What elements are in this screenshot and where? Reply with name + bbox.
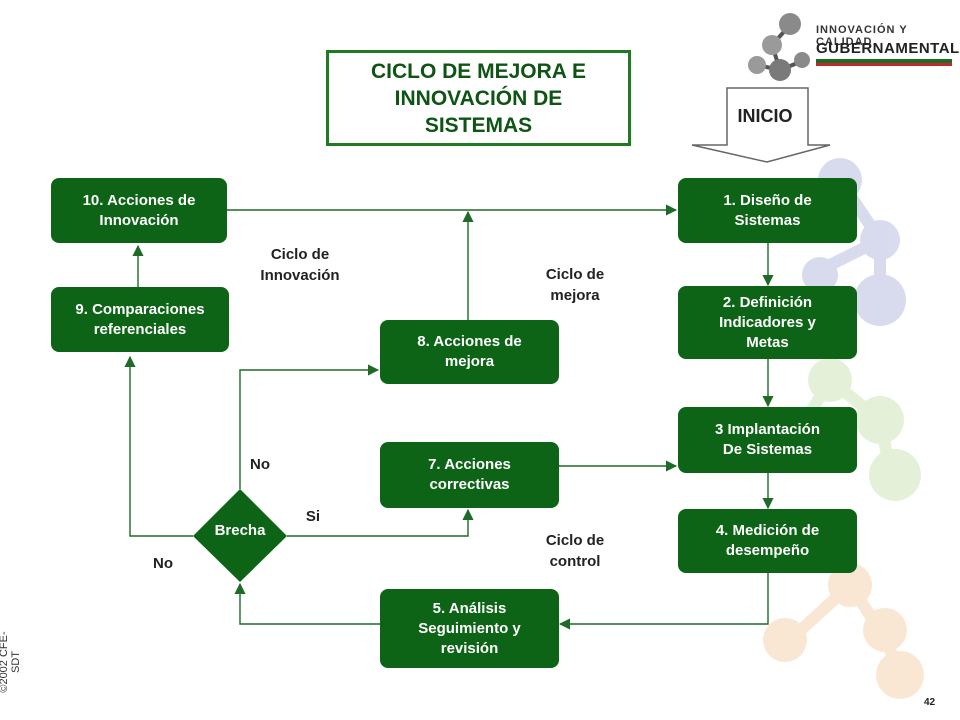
step-7-corrective-actions: 7. Acciones correctivas: [380, 442, 559, 508]
connector-4-to-5: [558, 573, 769, 630]
step-3-implementation: 3 Implantación De Sistemas: [678, 407, 857, 473]
innovation-cycle-label: Ciclo de Innovación: [260, 246, 340, 284]
connector-decision-to-7: [287, 508, 474, 537]
decision-label: Brecha: [214, 522, 266, 539]
decision-diamond: [193, 489, 287, 582]
step-5-analysis-review: 5. Análisis Seguimiento y revisión: [380, 589, 559, 668]
no-left-label: No: [153, 555, 173, 572]
improvement-cycle-label: Ciclo de mejora: [545, 266, 605, 304]
logo-molecule-icon: [748, 13, 810, 81]
page-number: 42: [924, 697, 936, 708]
copyright-text: ©2002 CFE-SDT: [0, 631, 22, 693]
no-upward-label: No: [250, 456, 270, 473]
start-label: INICIO: [737, 106, 793, 126]
yes-label: Si: [305, 508, 321, 525]
logo-line-1: INNOVACIÓN Y CALIDAD: [816, 24, 908, 48]
start-arrow-shape: [691, 87, 831, 163]
logo-line-2: GUBERNAMENTAL: [816, 40, 960, 57]
step-10-innovation-actions: 10. Acciones de Innovación: [51, 178, 227, 243]
step-4-performance-measurement: 4. Medición de desempeño: [678, 509, 857, 573]
connector-decision-to-8: [239, 364, 380, 489]
connector-decision-to-9: [124, 355, 193, 537]
logo-red-band: [816, 63, 952, 66]
step-8-improvement-actions: 8. Acciones de mejora: [380, 320, 559, 384]
step-1-system-design: 1. Diseño de Sistemas: [678, 178, 857, 243]
logo-green-band: [816, 59, 952, 63]
diagram-title: CICLO DE MEJORA E INNOVACIÓN DE SISTEMAS: [326, 50, 631, 146]
step-9-benchmarking: 9. Comparaciones referenciales: [51, 287, 229, 352]
connector-5-to-decision: [234, 582, 380, 625]
step-2-indicators-goals: 2. Definición Indicadores y Metas: [678, 286, 857, 359]
control-cycle-label: Ciclo de control: [545, 532, 605, 570]
